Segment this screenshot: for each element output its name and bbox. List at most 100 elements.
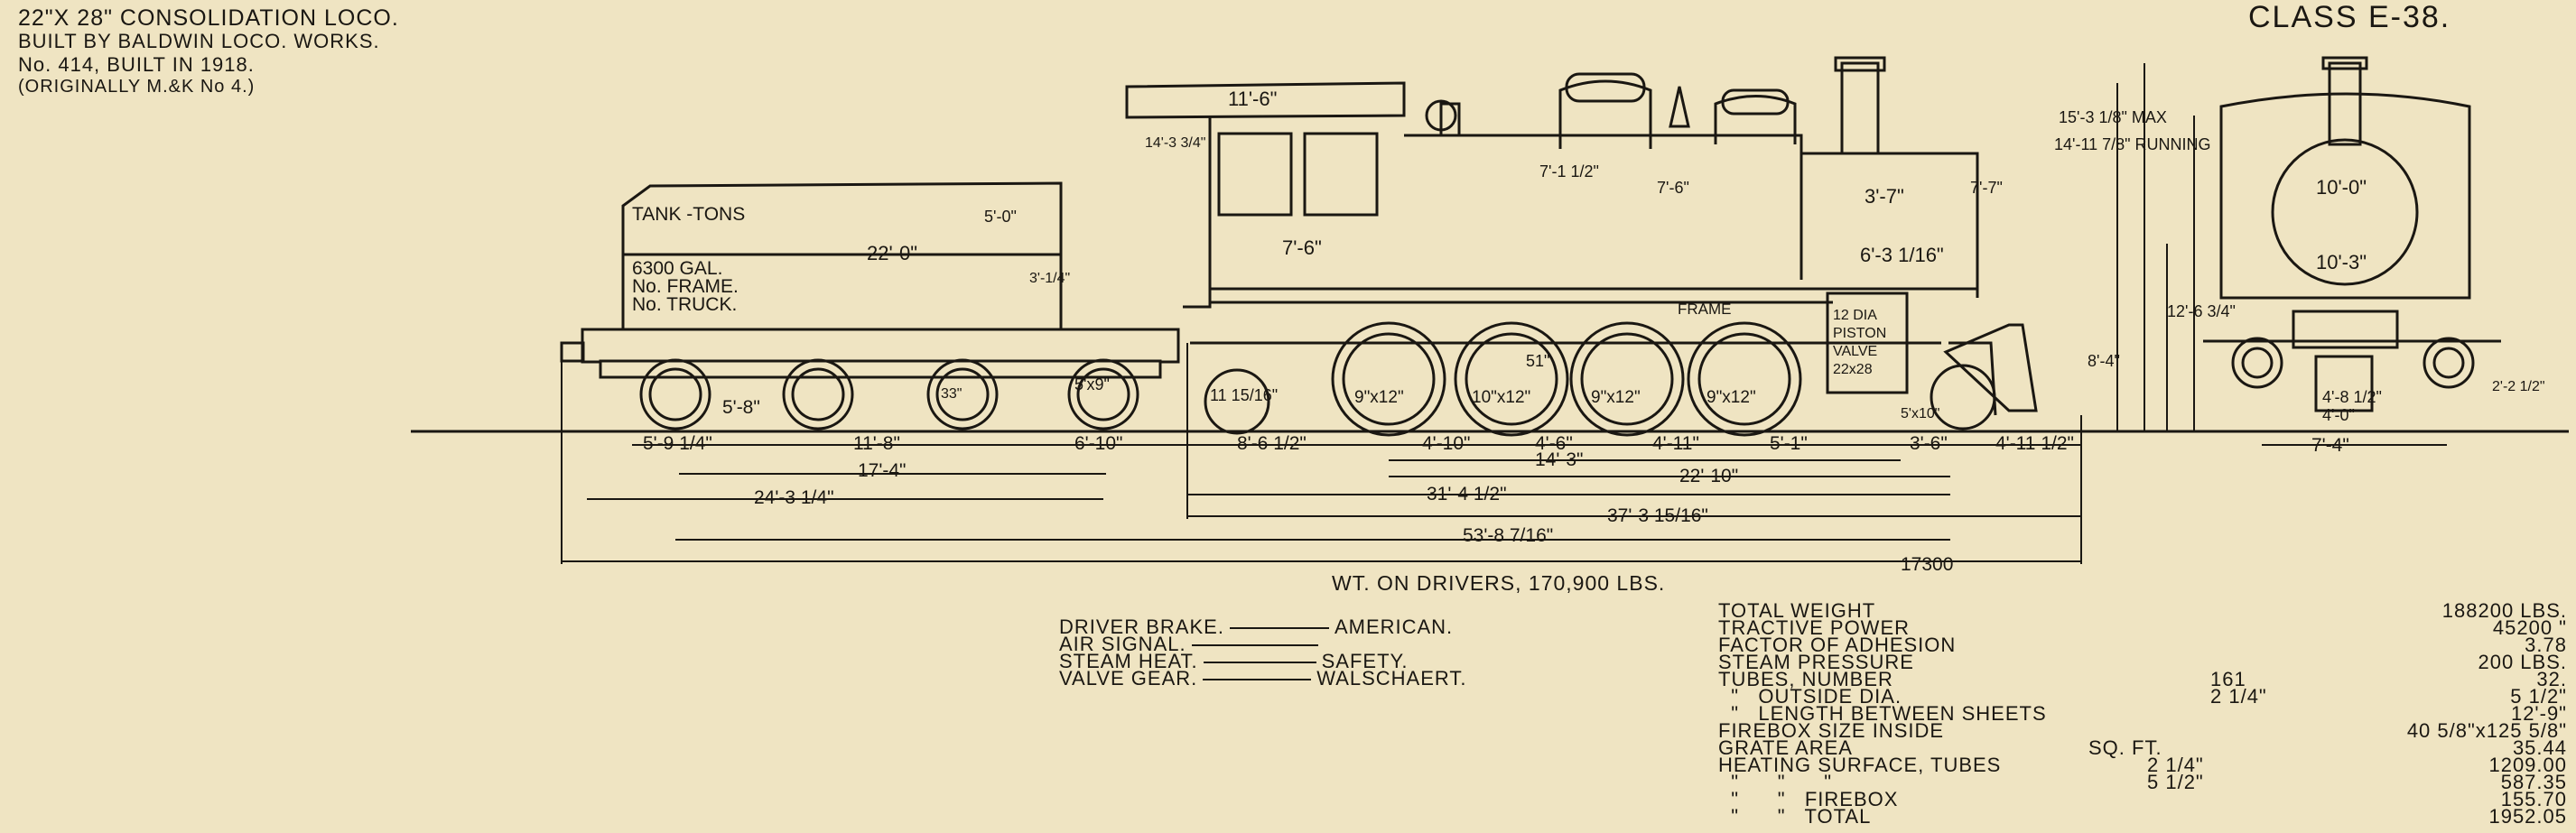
locomotive-body xyxy=(1125,56,2038,416)
dim-dome2: 7'-6" xyxy=(1657,179,1689,197)
spec-label: GRATE AREA xyxy=(1718,736,1853,759)
dim-running: 14'-11 7/8" RUNNING xyxy=(2054,135,2211,153)
title-line-1: 22"X 28" CONSOLIDATION LOCO. xyxy=(18,5,399,31)
equipment-label: VALVE GEAR. xyxy=(1059,667,1198,690)
spec-value: 188200 LBS. xyxy=(2441,599,2567,622)
equipment-label: DRIVER BRAKE. xyxy=(1059,615,1224,638)
spec-row: TOTAL WEIGHT 188200 LBS. xyxy=(1718,599,2567,622)
dim-5-1: 5'-1" xyxy=(1770,433,1808,454)
dim-53-8: 53'-8 7/16" xyxy=(1463,525,1554,546)
dim-tender-top: 22'-0" xyxy=(867,242,918,264)
spec-mid: SQ. FT. xyxy=(2088,736,2162,759)
spec-value: 35.44 xyxy=(2512,736,2567,759)
end-view xyxy=(2203,56,2501,412)
equipment-row: AIR SIGNAL. xyxy=(1059,633,1467,655)
dim-cab-roof: 11'-6" xyxy=(1228,88,1278,110)
dim-boiler-wide: 10'-0" xyxy=(2316,176,2367,199)
spec-value: 587.35 xyxy=(2500,771,2567,793)
dim-5-8: 5'-8" xyxy=(722,397,760,418)
tender-gal-label: 6300 GAL. xyxy=(632,258,723,279)
spec-row: TRACTIVE POWER 45200 " xyxy=(1718,616,2567,639)
title-line-2: BUILT BY BALDWIN LOCO. WORKS. xyxy=(18,30,380,52)
dim-4-11: 4'-11" xyxy=(1652,433,1699,454)
dim-5-9: 5'-9 1/4" xyxy=(643,433,712,454)
dimension-lines xyxy=(561,63,2447,564)
dim-24-3: 24'-3 1/4" xyxy=(754,487,834,508)
driver-2-label: 10"x12" xyxy=(1472,388,1531,407)
frame-label: FRAME xyxy=(1678,301,1732,318)
dim-dome1: 7'-1 1/2" xyxy=(1539,162,1599,180)
dim-22-10: 22'-10" xyxy=(1679,466,1739,486)
driver-dia-label: 51" xyxy=(1526,352,1550,370)
title-line-4: (ORIGINALLY M.&K No 4.) xyxy=(18,77,256,97)
spec-value: 5 1/2" xyxy=(2510,685,2567,708)
driver-4-label: 9"x12" xyxy=(1706,388,1756,407)
dim-tender-side: 3'-1/4" xyxy=(1029,271,1071,286)
driver-1-label: 9"x12" xyxy=(1354,388,1404,407)
driver-3-label: 9"x12" xyxy=(1591,388,1641,407)
dim-4-6: 4'-6" xyxy=(1535,433,1573,454)
equipment-row: VALVE GEAR. WALSCHAERT. xyxy=(1059,667,1467,690)
spec-label: " LENGTH BETWEEN SHEETS xyxy=(1718,702,2047,725)
dim-tender-height: 5'-0" xyxy=(984,208,1017,226)
spec-value: 3.78 xyxy=(2525,634,2567,656)
lead-wheel-label: 5'x10" xyxy=(1901,406,1940,421)
equipment-value: WALSCHAERT. xyxy=(1316,667,1467,690)
spec-label: HEATING SURFACE, TUBES xyxy=(1718,754,2002,776)
spec-value: 155.70 xyxy=(2500,788,2567,810)
spec-label: FIREBOX SIZE INSIDE xyxy=(1718,719,1945,742)
dim-31-4: 31'-4 1/2" xyxy=(1427,484,1507,504)
spec-mid: 161 xyxy=(2210,668,2246,690)
spec-label: " " FIREBOX xyxy=(1718,788,1899,810)
equipment-label: STEAM HEAT. xyxy=(1059,650,1198,672)
weight-on-drivers: WT. ON DRIVERS, 170,900 LBS. xyxy=(1332,571,1666,595)
dim-37-3: 37'-3 15/16" xyxy=(1607,505,1708,526)
dim-cab-side: 14'-3 3/4" xyxy=(1145,135,1206,151)
equipment-row: STEAM HEAT.SAFETY. xyxy=(1059,650,1467,672)
equipment-row: DRIVER BRAKE. AMERICAN. xyxy=(1059,615,1467,638)
title-line-3: No. 414, BUILT IN 1918. xyxy=(18,53,255,76)
dim-11-8: 11'-8" xyxy=(853,433,900,454)
dim-smokebox: 3'-7" xyxy=(1865,185,1904,208)
dim-17-4: 17'-4" xyxy=(858,460,907,481)
spec-label: FACTOR OF ADHESION xyxy=(1718,634,1957,656)
spec-label: TOTAL WEIGHT xyxy=(1718,599,1876,622)
tender-tank-label: TANK -TONS xyxy=(632,204,746,225)
equipment-value: AMERICAN. xyxy=(1334,615,1454,638)
spec-row: FACTOR OF ADHESION 3.78 xyxy=(1718,634,2567,656)
spec-row: " OUTSIDE DIA.2 1/4"5 1/2" xyxy=(1718,685,2567,708)
dim-6-10: 6'-10" xyxy=(1074,433,1123,454)
tender-frame-label: No. FRAME. xyxy=(632,276,739,297)
tender-wheel-label: 33" xyxy=(941,386,963,402)
equipment-table: DRIVER BRAKE. AMERICAN. AIR SIGNAL. STEAM… xyxy=(1059,615,1467,690)
dim-4-10: 4'-10" xyxy=(1422,433,1471,454)
end-base-label: 7'-4" xyxy=(2311,435,2349,456)
dim-4-11h: 4'-11 1/2" xyxy=(1995,433,2074,454)
end-low-label: 2'-2 1/2" xyxy=(2492,379,2545,394)
dim-boiler-front: 6'-3 1/16" xyxy=(1860,244,1944,266)
spec-value: 45200 " xyxy=(2492,616,2567,639)
dim-eng-low: 11 15/16" xyxy=(1210,386,1279,404)
spec-label: TRACTIVE POWER xyxy=(1718,616,1911,639)
cylinder-label: 12 DIA PISTON VALVE 22x28 xyxy=(1833,308,1887,377)
spec-mid: 5 1/2" xyxy=(2147,771,2204,793)
spec-row: " " "5 1/2"587.35 xyxy=(1718,771,2567,793)
spec-row: GRATE AREA SQ. FT. 35.44 xyxy=(1718,736,2567,759)
spec-label: STEAM PRESSURE xyxy=(1718,651,1914,673)
dim-stack: 7'-7" xyxy=(1970,179,2003,197)
equipment-label: AIR SIGNAL. xyxy=(1059,633,1186,655)
dim-3-6: 3'-6" xyxy=(1910,433,1948,454)
dim-total-number: 17300 xyxy=(1901,554,1954,575)
spec-value: 1209.00 xyxy=(2488,754,2567,776)
spec-row: " " FIREBOX 155.70 xyxy=(1718,788,2567,810)
dim-8-6: 8'-6 1/2" xyxy=(1237,433,1307,454)
tender-body xyxy=(560,181,1180,379)
